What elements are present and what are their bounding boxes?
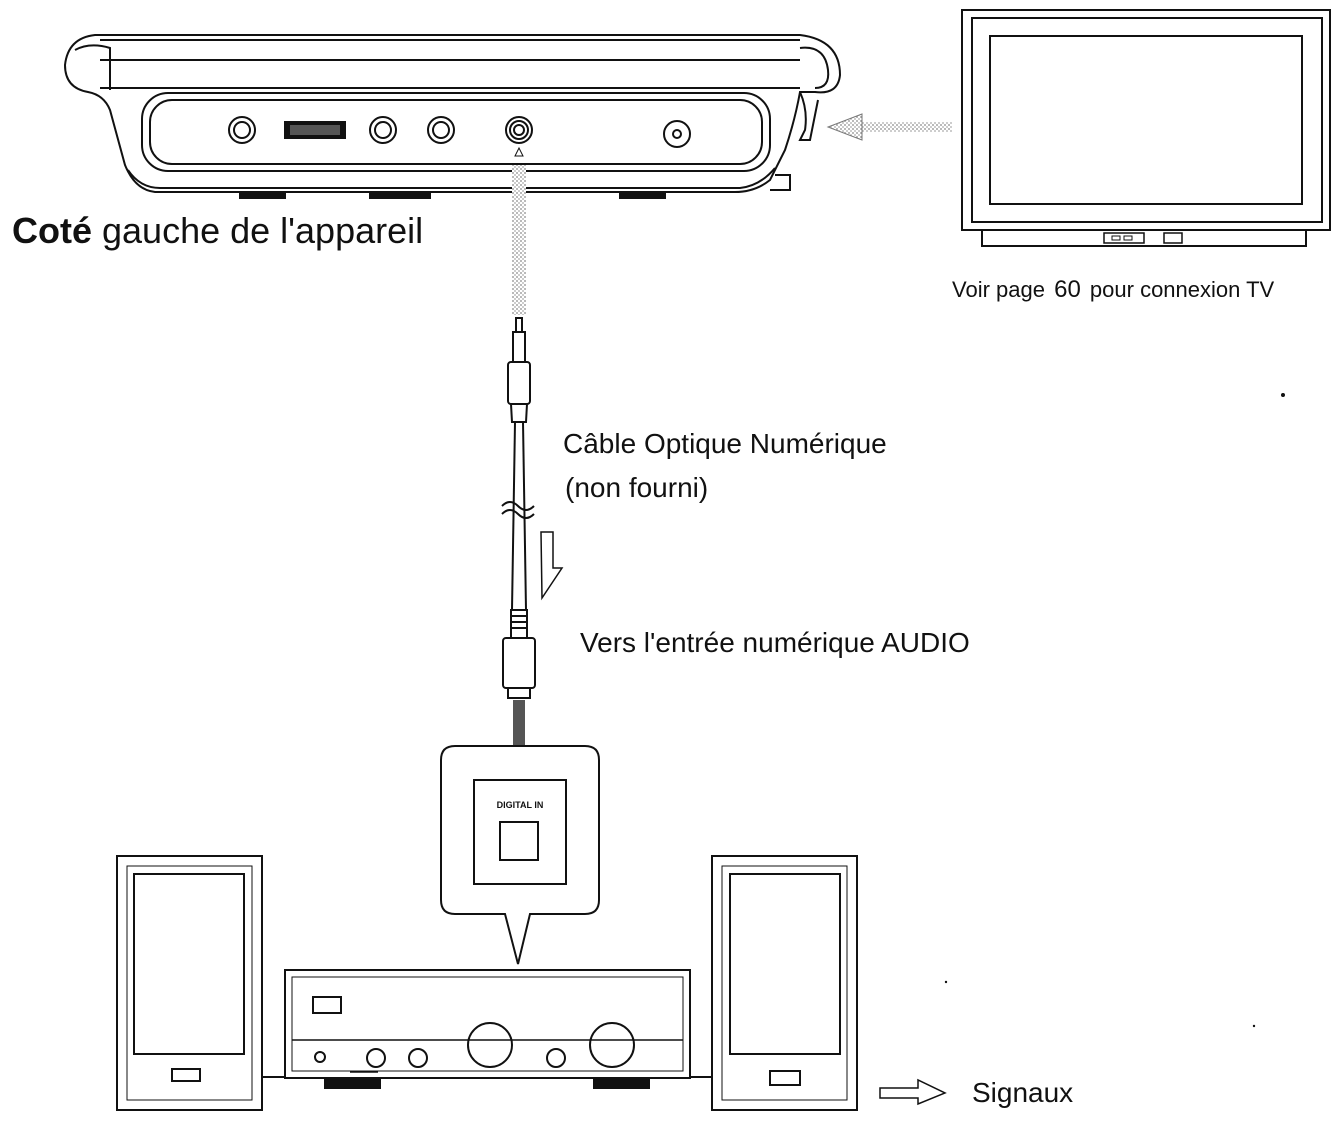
right-speaker — [711, 855, 858, 1111]
dvd-player — [63, 34, 842, 199]
device-side-label: Coté gauche de l'appareil — [12, 210, 423, 252]
digital-in-label: DIGITAL IN — [497, 800, 544, 810]
tv-note-pre: Voir page — [952, 277, 1045, 302]
tv-note-page: 60 — [1054, 276, 1081, 303]
amplifier — [262, 969, 712, 1089]
device-side-rest: gauche de l'appareil — [92, 210, 424, 251]
tv-note: Voir page 60 pour connexion TV — [952, 276, 1274, 304]
input-note-label: Vers l'entrée numérique AUDIO — [580, 627, 970, 658]
signal-arrow-icon — [879, 1078, 947, 1106]
tv-set — [961, 9, 1331, 247]
tv-arrow — [826, 113, 952, 141]
signals-label: Signaux — [972, 1077, 1074, 1108]
digital-in-callout — [440, 745, 600, 965]
down-arrow-icon — [540, 531, 564, 601]
device-side-bold: Coté — [12, 210, 92, 251]
tv-note-post: pour connexion TV — [1089, 277, 1275, 302]
left-speaker — [116, 855, 263, 1111]
cable-note-label: (non fourni) — [565, 472, 709, 503]
optical-cable — [501, 165, 536, 792]
cable-name-label: Câble Optique Numérique — [563, 428, 887, 459]
